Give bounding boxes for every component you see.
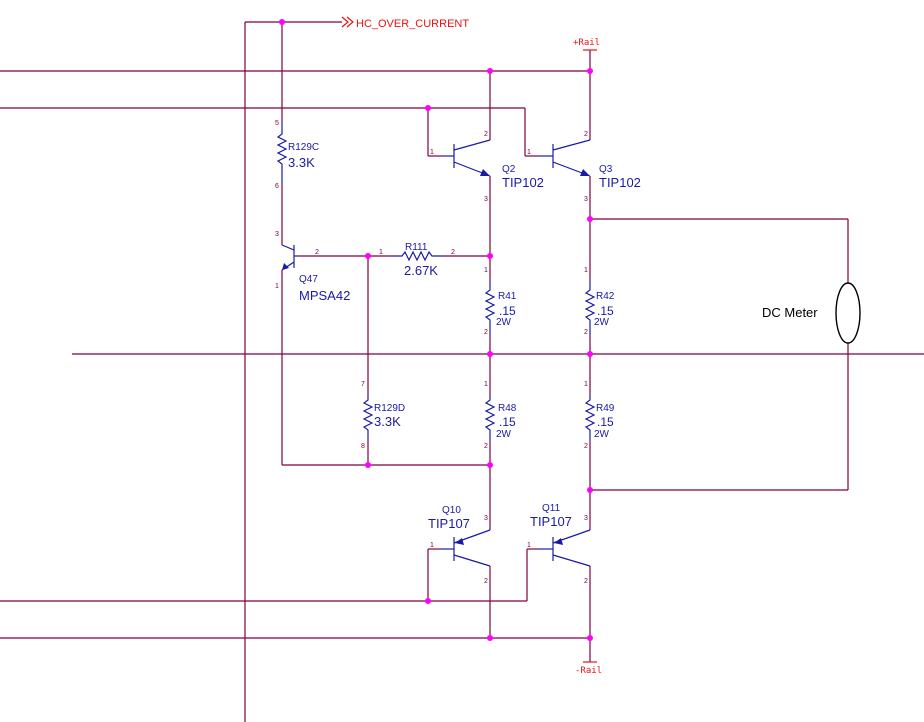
r111-ref: R111 [405, 242, 428, 253]
r49-value: .15 [597, 415, 614, 429]
pin-number: 8 [361, 443, 365, 450]
pin-number: 7 [361, 381, 365, 388]
pin-number: 1 [275, 283, 279, 290]
pin-number: 2 [484, 578, 488, 585]
r49-power: 2W [594, 429, 610, 440]
transistor-q11: Q11 TIP107 [530, 503, 591, 567]
r48-power: 2W [496, 429, 512, 440]
q3-value: TIP102 [599, 175, 641, 190]
transistor-q3: Q3 TIP102 [538, 139, 641, 190]
transistor-q2: Q2 TIP102 [440, 139, 544, 190]
net-arrow-icon [341, 16, 354, 28]
net-label-hc-over-current: HC_OVER_CURRENT [341, 16, 469, 30]
resistor-r41: R41 .15 2W [484, 280, 517, 335]
pin-number: 2 [484, 329, 488, 336]
pin-number: 2 [484, 443, 488, 450]
resistor-r48: R48 .15 2W [484, 395, 517, 440]
pin-number: 3 [484, 196, 488, 203]
pin-number: 1 [430, 149, 434, 156]
junctions [279, 19, 593, 641]
r42-value: .15 [597, 304, 614, 318]
pin-number: 1 [379, 249, 383, 256]
wires [0, 21, 924, 722]
r41-value: .15 [499, 304, 516, 318]
r41-power: 2W [496, 317, 512, 328]
r129d-value: 3.3K [374, 414, 401, 429]
r48-ref: R48 [498, 403, 517, 414]
pin-number: 1 [527, 542, 531, 549]
rail-positive-label: +Rail [573, 38, 600, 48]
r129c-value: 3.3K [288, 155, 315, 170]
resistor-r129d: R129D 3.3K [362, 395, 405, 440]
pin-number: 2 [584, 329, 588, 336]
q11-value: TIP107 [530, 514, 572, 529]
r48-value: .15 [499, 415, 516, 429]
pin-number: 2 [584, 131, 588, 138]
pin-number: 3 [584, 196, 588, 203]
pin-number: 6 [275, 183, 279, 190]
pin-number: 2 [484, 131, 488, 138]
pin-number: 2 [315, 249, 319, 256]
q2-ref: Q2 [502, 164, 516, 175]
resistor-r129c: R129C 3.3K [276, 122, 319, 184]
pin-number: 1 [484, 381, 488, 388]
q47-value: MPSA42 [299, 288, 350, 303]
q10-ref: Q10 [442, 505, 461, 516]
pin-number: 3 [584, 515, 588, 522]
pin-number: 3 [275, 231, 279, 238]
r49-ref: R49 [596, 403, 615, 414]
resistor-r49: R49 .15 2W [584, 395, 615, 440]
pin-number: 1 [584, 381, 588, 388]
pin-number: 1 [584, 267, 588, 274]
pin-number: 1 [484, 267, 488, 274]
transistor-q47: Q47 MPSA42 [281, 244, 350, 303]
pin-number: 1 [527, 149, 531, 156]
net-label-text: HC_OVER_CURRENT [356, 18, 469, 30]
dc-meter: DC Meter [762, 282, 861, 344]
q2-value: TIP102 [502, 175, 544, 190]
q10-value: TIP107 [428, 516, 470, 531]
pin-number: 3 [484, 515, 488, 522]
rail-negative: -Rail [575, 661, 602, 676]
pin-numbers: 5 6 3 2 1 1 2 1 2 3 1 2 3 1 2 1 2 1 2 1 … [275, 120, 588, 585]
r42-power: 2W [594, 317, 610, 328]
pin-number: 2 [584, 578, 588, 585]
q11-ref: Q11 [542, 503, 561, 514]
r42-ref: R42 [596, 291, 615, 302]
rail-negative-label: -Rail [575, 666, 602, 676]
resistor-r42: R42 .15 2W [584, 280, 615, 335]
resistor-r111: R111 2.67K [392, 242, 444, 278]
q47-ref: Q47 [299, 274, 318, 285]
q3-ref: Q3 [599, 164, 613, 175]
pin-number: 2 [584, 443, 588, 450]
pin-number: 5 [275, 120, 279, 127]
pin-number: 2 [451, 249, 455, 256]
r129d-ref: R129D [374, 403, 405, 414]
r41-ref: R41 [498, 291, 517, 302]
rail-positive: +Rail [573, 38, 600, 51]
r111-value: 2.67K [404, 263, 438, 278]
pin-number: 1 [430, 542, 434, 549]
dc-meter-label: DC Meter [762, 305, 818, 320]
transistor-q10: Q10 TIP107 [428, 505, 491, 567]
r129c-ref: R129C [288, 142, 319, 153]
